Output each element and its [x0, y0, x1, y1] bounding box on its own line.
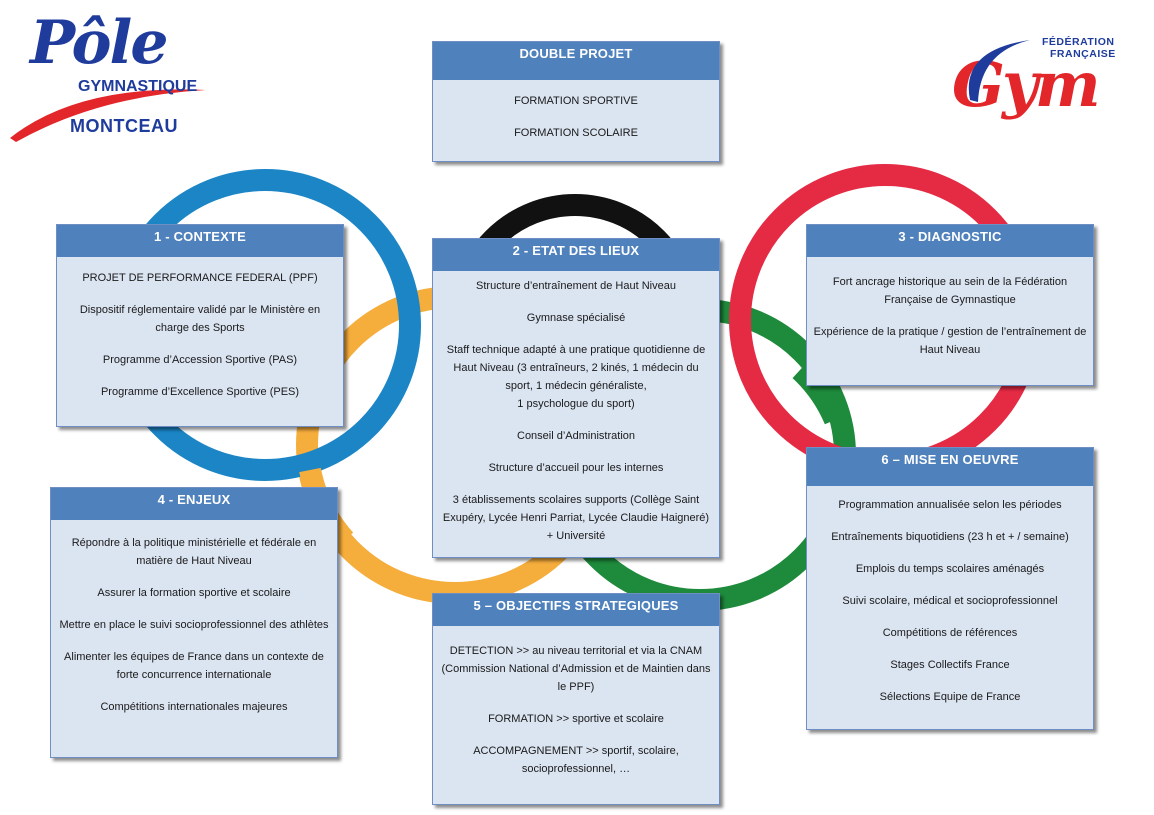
list-item: Structure d’accueil pour les internes — [488, 462, 664, 474]
list-item: Entraînements biquotidiens (23 h et + / … — [831, 531, 1069, 543]
list-item: Assurer la formation sportive et scolair… — [97, 587, 291, 599]
ffgym-logo: FÉDÉRATION FRANÇAISE Gym — [950, 30, 1146, 125]
list-item: Répondre à la politique ministérielle et… — [71, 537, 317, 567]
list-item: Emplois du temps scolaires aménagés — [855, 563, 1045, 575]
list-item: PROJET DE PERFORMANCE FEDERAL (PPF) — [82, 272, 318, 284]
box-title: 3 - DIAGNOSTIC — [807, 225, 1093, 257]
box-enjeux: 4 - ENJEUX Répondre à la politique minis… — [50, 487, 338, 758]
ffgym-swoosh — [968, 40, 1030, 102]
list-item: Suivi scolaire, médical et socioprofessi… — [842, 595, 1058, 607]
ffgym-francaise-text: FRANÇAISE — [1050, 48, 1116, 60]
box-diagnostic: 3 - DIAGNOSTIC Fort ancrage historique a… — [806, 224, 1094, 386]
list-item: Programmation annualisée selon les pério… — [838, 499, 1062, 511]
list-item: Structure d’entraînement de Haut Niveau — [476, 280, 676, 292]
logo-swoosh — [10, 89, 206, 142]
list-item: Gymnase spécialisé — [526, 312, 626, 324]
box-title: DOUBLE PROJET — [433, 42, 719, 80]
list-item: FORMATION >> sportive et scolaire — [488, 713, 664, 725]
ring-green-overlap — [792, 361, 846, 425]
box-title: 6 – MISE EN OEUVRE — [807, 448, 1093, 486]
list-item: Mettre en place le suivi socioprofession… — [59, 619, 329, 631]
list-item: Programme d’Accession Sportive (PAS) — [102, 354, 298, 366]
box-title: 2 - ETAT DES LIEUX — [433, 239, 719, 271]
box-contexte: 1 - CONTEXTE PROJET DE PERFORMANCE FEDER… — [56, 224, 344, 427]
list-item: FORMATION SPORTIVE — [514, 95, 638, 107]
list-item: Expérience de la pratique / gestion de l… — [813, 326, 1087, 356]
list-item: Programme d’Excellence Sportive (PES) — [100, 386, 300, 398]
list-item: ACCOMPAGNEMENT >> sportif, scolaire, soc… — [473, 745, 679, 775]
ffgym-federation-text: FÉDÉRATION — [1042, 36, 1115, 48]
box-title: 4 - ENJEUX — [51, 488, 337, 520]
list-item: DETECTION >> au niveau territorial et vi… — [441, 645, 711, 693]
box-title: 5 – OBJECTIFS STRATEGIQUES — [433, 594, 719, 626]
box-etat-des-lieux: 2 - ETAT DES LIEUX Structure d’entraînem… — [432, 238, 720, 558]
list-item: Alimenter les équipes de France dans un … — [64, 651, 324, 681]
list-item: Compétitions de références — [882, 627, 1018, 639]
list-item: Stages Collectifs France — [890, 659, 1010, 671]
box-double-projet: DOUBLE PROJET FORMATION SPORTIVE FORMATI… — [432, 41, 720, 162]
logo-pole-text: Pôle — [30, 8, 168, 78]
box-objectifs-strategiques: 5 – OBJECTIFS STRATEGIQUES DETECTION >> … — [432, 593, 720, 805]
list-item: Conseil d’Administration — [517, 430, 635, 442]
list-item: FORMATION SCOLAIRE — [514, 127, 638, 139]
box-mise-en-oeuvre: 6 – MISE EN OEUVRE Programmation annuali… — [806, 447, 1094, 730]
logo-montceau-text: MONTCEAU — [70, 116, 178, 136]
logo-gymnastique-text: GYMNASTIQUE — [78, 78, 198, 95]
pole-gymnastique-logo: Pôle GYMNASTIQUE MONTCEAU — [8, 8, 208, 144]
list-item: 3 établissements scolaires supports (Col… — [442, 494, 710, 542]
list-item: Dispositif réglementaire validé par le M… — [79, 304, 321, 334]
list-item: Fort ancrage historique au sein de la Fé… — [832, 276, 1068, 306]
box-title: 1 - CONTEXTE — [57, 225, 343, 257]
list-item: Sélections Equipe de France — [879, 691, 1021, 703]
list-item: Staff technique adapté à une pratique qu… — [446, 344, 706, 410]
list-item: Compétitions internationales majeures — [100, 701, 288, 713]
